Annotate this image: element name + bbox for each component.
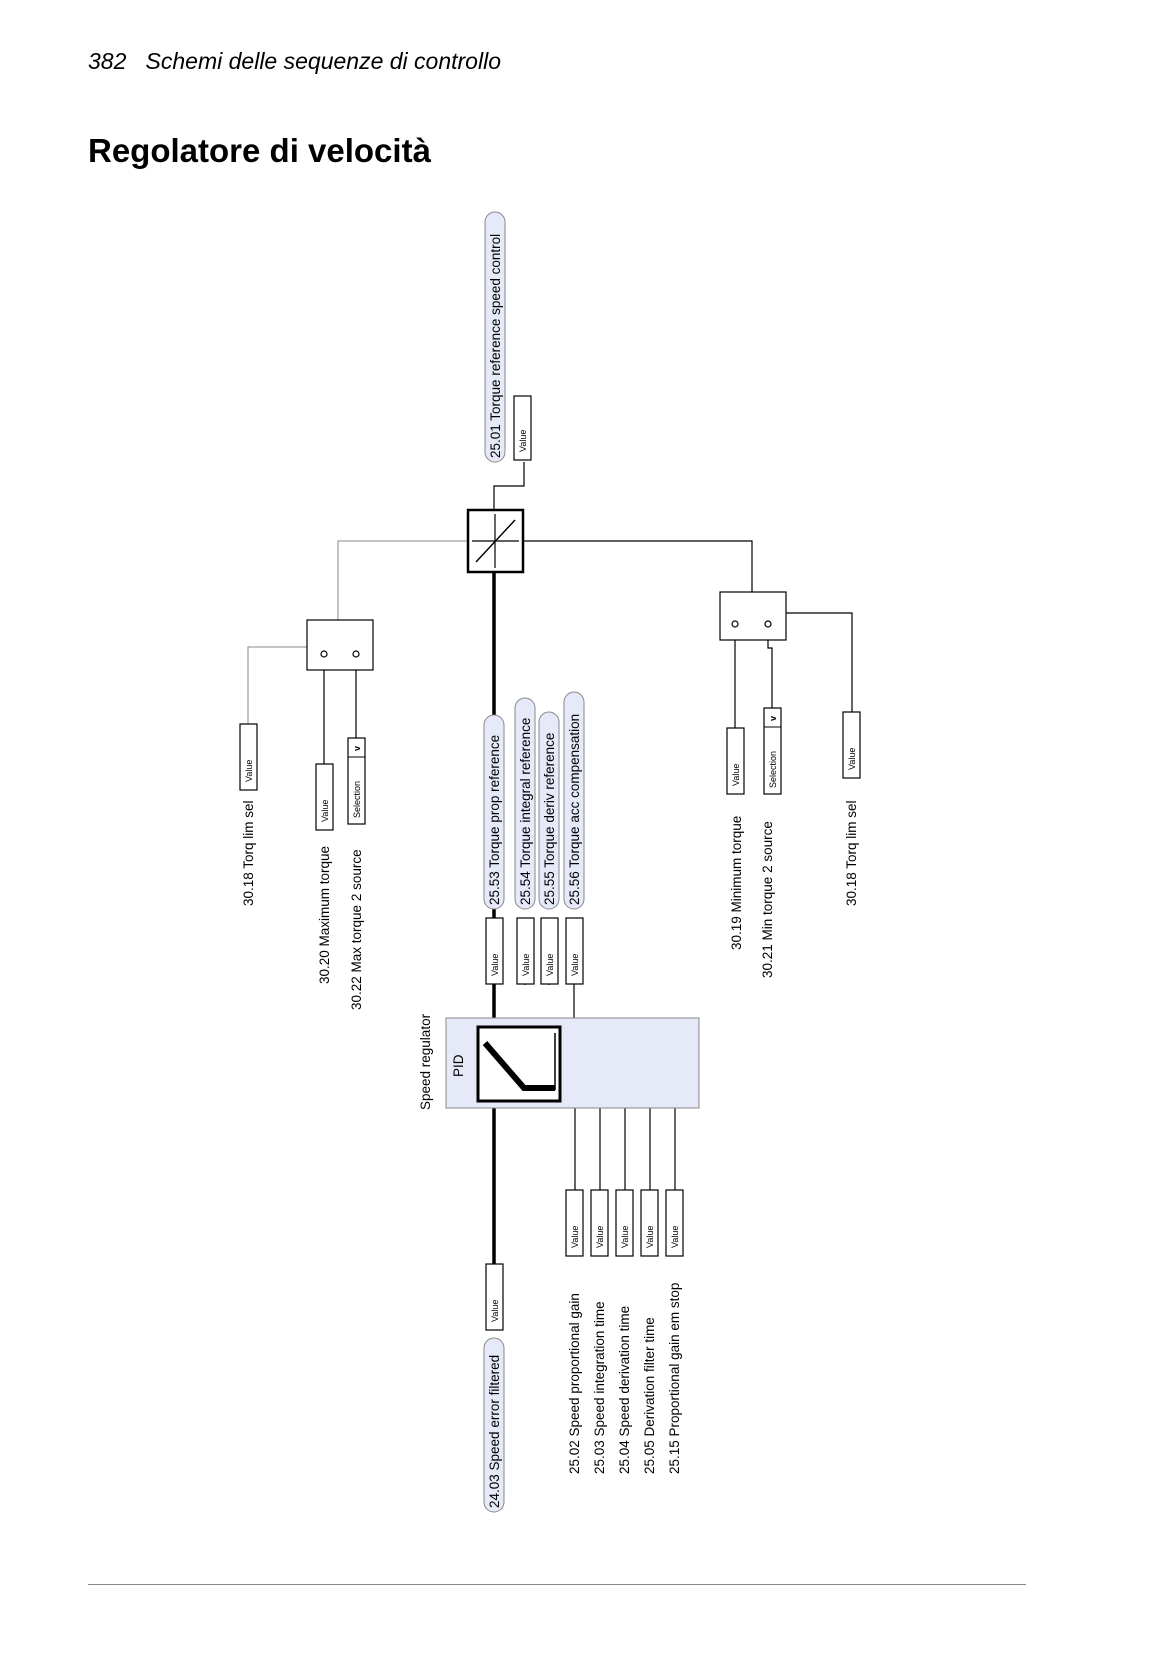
max-torque-2-source-label: 30.22 Max torque 2 source xyxy=(349,849,364,1010)
pid-output-label: 25.54 Torque integral reference xyxy=(518,718,533,905)
page-title: Regolatore di velocità xyxy=(88,132,431,169)
min-torque-params: Value 30.19 Minimum torque v Selection 3… xyxy=(726,707,861,978)
gain-param-label: 25.04 Speed derivation time xyxy=(617,1306,632,1474)
pid-symbol-icon xyxy=(482,1041,555,1091)
output-line xyxy=(493,462,525,510)
pid-output-params: 25.53 Torque prop reference 25.54 Torque… xyxy=(483,691,585,910)
value-box xyxy=(726,727,745,795)
value-box xyxy=(615,1189,634,1257)
max-limit-line xyxy=(337,540,467,620)
pid-label: PID xyxy=(451,1054,466,1077)
pid-output-label: 25.53 Torque prop reference xyxy=(487,735,502,905)
chevron-down-icon: v xyxy=(352,746,362,751)
speed-regulator-block: PID Speed regulator xyxy=(418,1013,700,1110)
gain-param-label: 25.15 Proportional gain em stop xyxy=(667,1283,682,1474)
max-torque-params: Value 30.18 Torq lim sel Value 30.20 Max… xyxy=(239,723,366,1010)
value-label: Value xyxy=(490,1300,500,1322)
min-switch-sel-line xyxy=(772,612,853,712)
value-label: Value xyxy=(570,954,580,976)
min-torque-2-source-label: 30.21 Min torque 2 source xyxy=(760,821,775,978)
max-switch-sel-line xyxy=(247,646,324,724)
torque-limiter-block xyxy=(466,508,525,574)
min-limit-line xyxy=(522,540,753,592)
value-box xyxy=(513,395,532,461)
value-box xyxy=(516,917,535,985)
input-param: Value 24.03 Speed error filtered xyxy=(483,1263,505,1513)
selection-label: Selection xyxy=(768,751,778,788)
selection-box xyxy=(763,707,782,795)
min-torque-switch xyxy=(719,591,787,641)
value-box xyxy=(315,763,334,831)
pid-output-label: 25.56 Torque acc compensation xyxy=(567,714,582,905)
value-label: Value xyxy=(490,954,500,976)
value-box xyxy=(665,1189,684,1257)
value-label: Value xyxy=(244,760,254,782)
gain-param-label: 25.03 Speed integration time xyxy=(592,1301,607,1474)
value-box xyxy=(590,1189,609,1257)
max-torque-switch xyxy=(306,619,374,671)
value-label: Value xyxy=(320,800,330,822)
value-label: Value xyxy=(731,764,741,786)
value-label: Value xyxy=(521,954,531,976)
value-box xyxy=(485,1263,504,1331)
maximum-torque-label: 30.20 Maximum torque xyxy=(317,846,332,984)
footer-divider xyxy=(88,1584,1026,1585)
value-box xyxy=(239,723,258,791)
value-label: Value xyxy=(570,1226,580,1248)
pid-output-values: Value Value Value Value xyxy=(485,917,584,985)
output-param: 25.01 Torque reference speed control Val… xyxy=(484,211,532,463)
selection-label: Selection xyxy=(352,781,362,818)
selection-box xyxy=(347,737,366,825)
torq-lim-sel-label: 30.18 Torq lim sel xyxy=(241,800,256,906)
value-box xyxy=(565,1189,584,1257)
value-label: Value xyxy=(645,1226,655,1248)
speed-regulator-label: Speed regulator xyxy=(418,1013,433,1110)
pid-output-label: 25.55 Torque deriv reference xyxy=(542,733,557,905)
value-box xyxy=(565,917,584,985)
value-label: Value xyxy=(545,954,555,976)
value-box xyxy=(842,711,861,779)
page-header: 382 Schemi delle sequenze di controllo xyxy=(88,48,501,75)
torq-lim-sel-label: 30.18 Torq lim sel xyxy=(844,800,859,906)
value-box xyxy=(485,917,504,985)
gain-param-label: 25.05 Derivation filter time xyxy=(642,1317,657,1474)
section-title: Schemi delle sequenze di controllo xyxy=(145,48,501,74)
input-param-label: 24.03 Speed error filtered xyxy=(487,1355,502,1508)
output-param-label: 25.01 Torque reference speed control xyxy=(488,234,503,458)
value-label: Value xyxy=(670,1226,680,1248)
page-number: 382 xyxy=(88,48,127,74)
gain-params: Value Value Value Value Value 25.02 Spee… xyxy=(565,1189,684,1474)
limiter-icon xyxy=(475,519,516,563)
gain-param-label: 25.02 Speed proportional gain xyxy=(567,1293,582,1474)
value-label: Value xyxy=(595,1226,605,1248)
value-label: Value xyxy=(847,748,857,770)
value-box xyxy=(640,1189,659,1257)
value-box xyxy=(540,917,559,985)
chevron-down-icon: v xyxy=(768,716,778,721)
value-label: Value xyxy=(518,430,528,452)
minimum-torque-label: 30.19 Minimum torque xyxy=(729,816,744,950)
value-label: Value xyxy=(620,1226,630,1248)
